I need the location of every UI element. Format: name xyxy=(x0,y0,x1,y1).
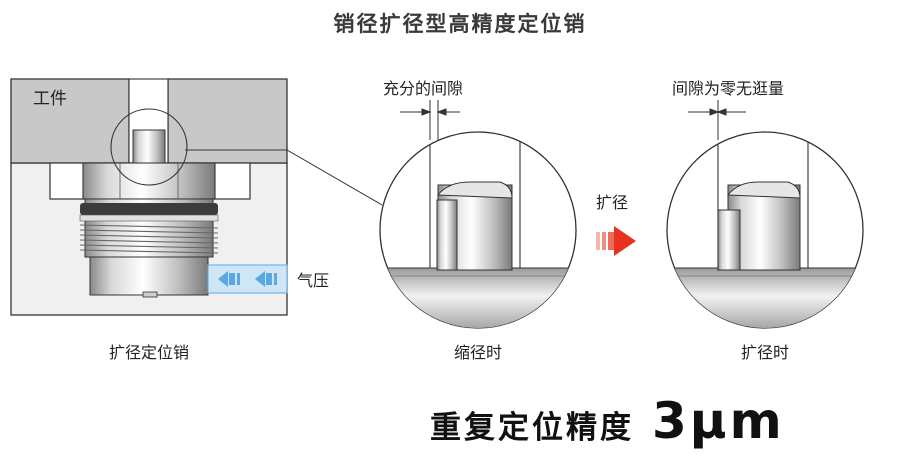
caption-contracted: 缩径时 xyxy=(454,343,502,362)
main-assembly xyxy=(10,78,383,316)
caption-expanded: 扩径时 xyxy=(741,343,789,362)
caption-main: 扩径定位销 xyxy=(109,343,189,362)
air-flow-arrows xyxy=(218,271,277,287)
expand-arrow-icon xyxy=(596,226,636,256)
expand-arrow-label: 扩径 xyxy=(596,193,628,212)
gap-dimension-2 xyxy=(688,100,746,140)
repeat-accuracy-label: 重复定位精度 xyxy=(430,410,634,446)
zoom-leader-line xyxy=(185,149,383,206)
gap-sufficient-label: 充分的间隙 xyxy=(383,79,463,98)
repeat-accuracy-headline: 重复定位精度 3μm xyxy=(430,392,785,452)
detail-contracted xyxy=(379,131,577,329)
hex-nut xyxy=(82,162,216,200)
page-title: 销径扩径型高精度定位销 xyxy=(333,12,587,36)
repeat-accuracy-value: 3μm xyxy=(652,392,785,450)
air-pressure-label: 气压 xyxy=(297,271,329,290)
zoom-circle-small xyxy=(110,108,188,186)
gap-dimension-1 xyxy=(400,100,460,140)
thread-section xyxy=(79,198,219,298)
gap-zero-label: 间隙为零无逛量 xyxy=(672,79,784,98)
locating-pin xyxy=(132,129,166,164)
workpiece-label: 工件 xyxy=(33,89,67,109)
detail-expanded xyxy=(666,131,864,329)
